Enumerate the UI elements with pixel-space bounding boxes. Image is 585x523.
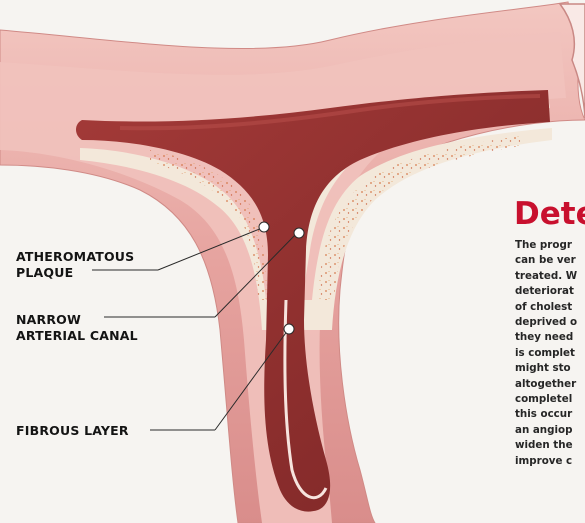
article-line: improve c [515, 454, 585, 469]
article-line: is complet [515, 346, 585, 361]
article-body: The progr can be ver treated. W deterior… [515, 238, 585, 469]
label-canal-line1: NARROW [16, 312, 138, 328]
article-line: completel [515, 392, 585, 407]
article-line: this occur [515, 407, 585, 422]
article-line: treated. W [515, 269, 585, 284]
label-plaque-line1: ATHEROMATOUS [16, 249, 134, 265]
label-canal-line2: ARTERIAL CANAL [16, 328, 138, 344]
article-line: altogether [515, 377, 585, 392]
article-line: of cholest [515, 300, 585, 315]
article-line: deteriorat [515, 284, 585, 299]
fibrous-marker-dot [284, 324, 294, 334]
article-heading: Dete [514, 196, 585, 232]
article-line: The progr [515, 238, 585, 253]
label-plaque-line2: PLAQUE [16, 265, 134, 281]
article-line: can be ver [515, 253, 585, 268]
article-line: deprived o [515, 315, 585, 330]
label-fibrous-line1: FIBROUS LAYER [16, 423, 129, 439]
label-narrow-arterial-canal: NARROW ARTERIAL CANAL [16, 312, 138, 344]
label-fibrous-layer: FIBROUS LAYER [16, 423, 129, 439]
article-line: they need [515, 330, 585, 345]
canal-marker-dot [294, 228, 304, 238]
plaque-marker-dot [259, 222, 269, 232]
article-line: an angiop [515, 423, 585, 438]
article-line: might sto [515, 361, 585, 376]
label-atheromatous-plaque: ATHEROMATOUS PLAQUE [16, 249, 134, 281]
article-line: widen the [515, 438, 585, 453]
